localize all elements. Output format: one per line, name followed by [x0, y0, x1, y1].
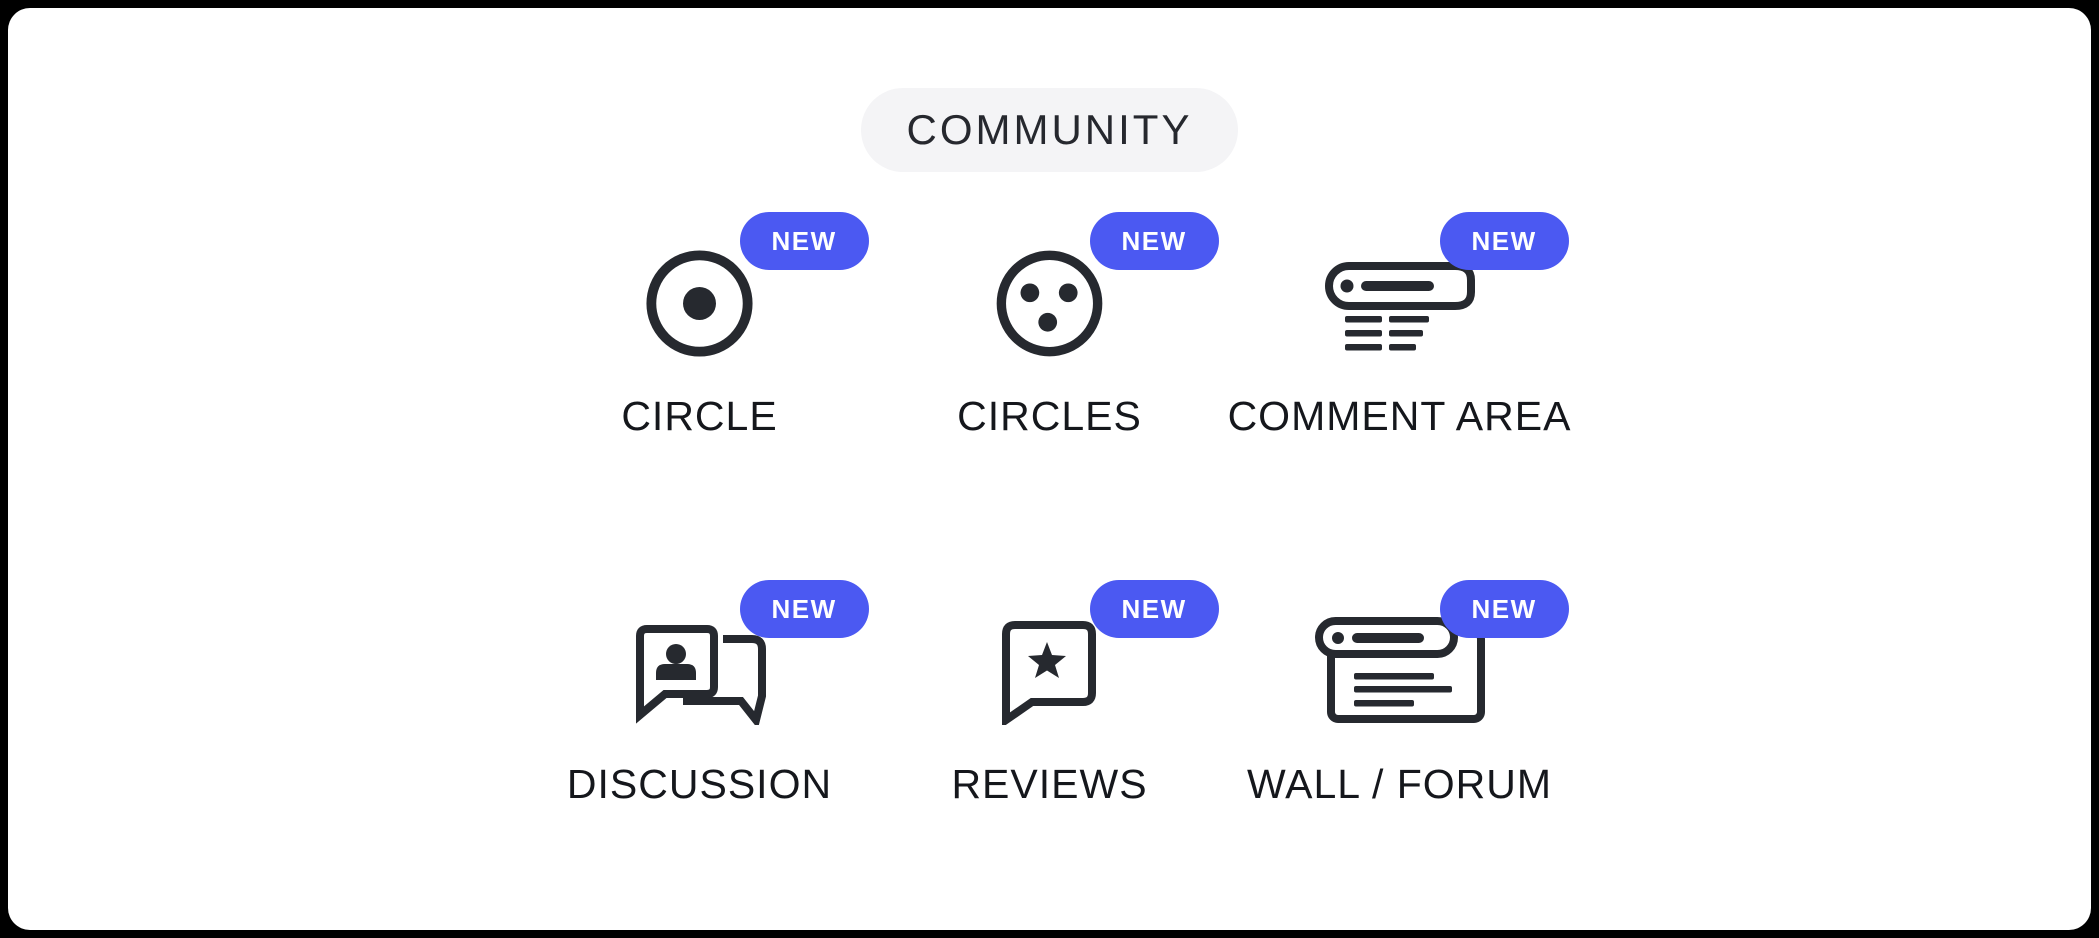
circle-icon — [646, 250, 753, 357]
item-circle[interactable]: NEW CIRCLE — [525, 212, 875, 440]
new-badge: NEW — [1439, 212, 1569, 270]
discussion-icon — [635, 625, 766, 725]
new-badge: NEW — [1439, 580, 1569, 638]
community-card: COMMUNITY NEW CIRCLE — [8, 8, 2091, 930]
new-badge: NEW — [1089, 212, 1219, 270]
reviews-icon — [1001, 621, 1096, 725]
item-wall-forum[interactable]: NEW WALL / FORUM — [1225, 580, 1575, 808]
item-discussion[interactable]: NEW DISCUSSION — [525, 580, 875, 808]
new-badge: NEW — [739, 580, 869, 638]
new-badge: NEW — [1089, 580, 1219, 638]
item-comment-area[interactable]: NEW COMMENT AREA — [1225, 212, 1575, 440]
item-label: CIRCLE — [621, 393, 778, 439]
wall-forum-icon — [1314, 617, 1485, 723]
item-label: CIRCLES — [957, 393, 1142, 439]
item-circles[interactable]: NEW CIRCLES — [875, 212, 1225, 440]
comment-area-icon — [1324, 262, 1475, 351]
feature-grid: NEW CIRCLE NEW CIRCLES — [525, 212, 1575, 808]
item-label: WALL / FORUM — [1246, 761, 1553, 807]
circles-icon — [996, 250, 1103, 357]
item-label: COMMENT AREA — [1227, 393, 1572, 439]
new-badge: NEW — [739, 212, 869, 270]
item-reviews[interactable]: NEW REVIEWS — [875, 580, 1225, 808]
section-title-pill: COMMUNITY — [860, 88, 1239, 172]
section-title: COMMUNITY — [906, 106, 1193, 153]
item-label: REVIEWS — [951, 761, 1148, 807]
item-label: DISCUSSION — [566, 761, 833, 807]
